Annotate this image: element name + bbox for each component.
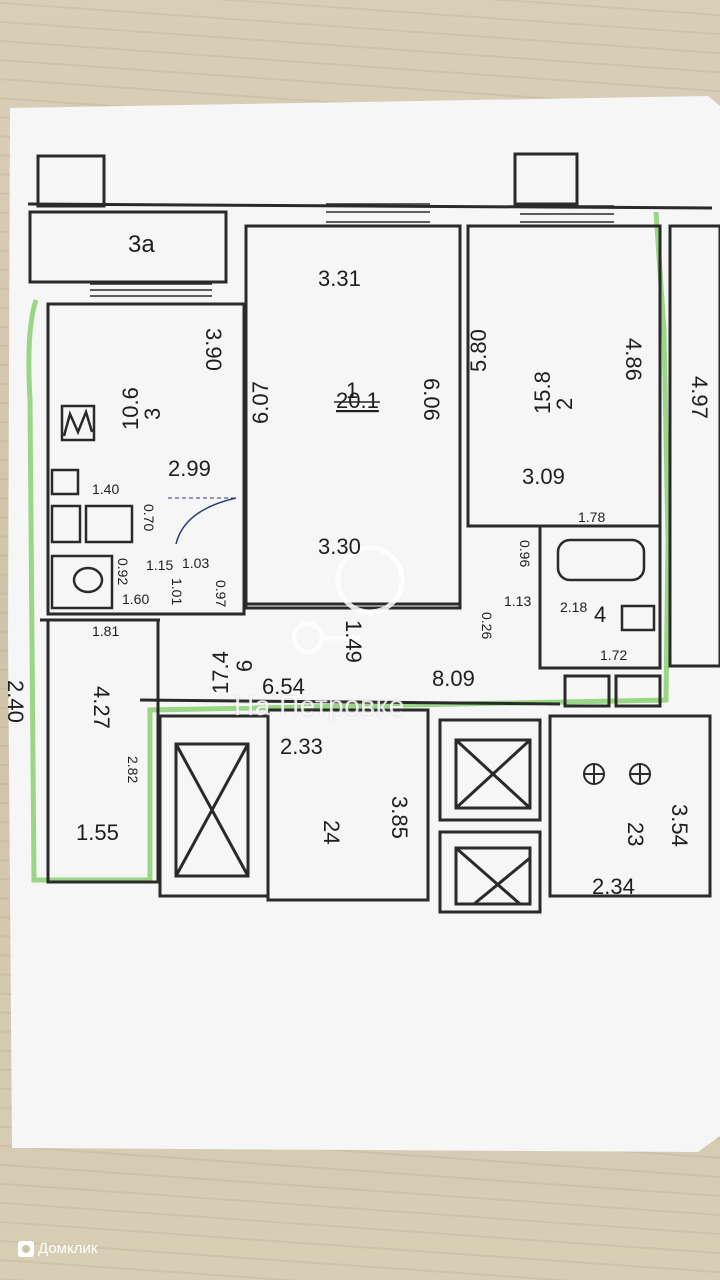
watermark-text: На Петровке [234,690,405,721]
label-room23: 23 [623,822,648,846]
dim-0-92: 0.92 [115,558,131,585]
dim-2-99: 2.99 [168,456,211,481]
dim-3-09: 3.09 [522,464,565,489]
door-swing-arrow [175,497,237,545]
walls [27,152,720,914]
dim-1-40: 1.40 [92,481,119,497]
label-room4-number: 4 [594,602,606,627]
label-room2-number: 2 [552,398,577,410]
dim-2-33: 2.33 [280,734,323,759]
dim-0-26: 0.26 [479,612,495,639]
label-room1-area: 20.1 [336,388,379,413]
dim-0-96: 0.96 [517,540,533,567]
dim-1-01: 1.01 [169,578,185,605]
label-balcony: 3а [128,231,155,258]
dim-4-27: 4.27 [89,686,114,729]
dim-2-18: 2.18 [560,599,587,615]
dim-3-54: 3.54 [667,804,692,847]
dim-1-60: 1.60 [122,591,149,607]
dim-2-82: 2.82 [125,756,141,783]
windows [90,203,614,297]
label-room6-area: 17.4 [208,651,233,694]
label-room3-number: 3 [140,408,165,420]
dim-4-97: 4.97 [687,376,712,419]
dim-6-54: 6.54 [262,674,305,699]
elevator-shafts [174,738,532,906]
dim-8-09: 8.09 [432,666,475,691]
dim-6-07: 6.07 [248,381,273,424]
dim-1-13: 1.13 [504,593,531,609]
dim-1-72: 1.72 [600,647,627,663]
dim-0-70: 0.70 [141,504,157,531]
stove-icon [583,763,651,785]
label-room2-area: 15.8 [530,371,555,414]
paper-sheet [8,96,720,1152]
dim-2-40: 2.40 [3,680,28,723]
watermark-logo [291,545,405,655]
dim-1-03: 1.03 [182,555,209,571]
dim-1-78: 1.78 [578,509,605,525]
domclick-logo-icon [18,1240,34,1257]
dim-1-49: 1.49 [341,620,366,663]
dim-1-55: 1.55 [76,820,119,845]
domclick-logo-text: Домклик [38,1240,98,1257]
label-room24: 24 [319,820,344,844]
dim-4-86: 4.86 [621,338,646,381]
bathroom-fixtures [50,404,656,632]
dim-3-90: 3.90 [201,328,226,371]
label-room6-number: 6 [232,660,257,672]
dim-2-34: 2.34 [592,874,635,899]
dim-1-15: 1.15 [146,557,173,573]
domclick-logo: Домклик [18,1240,97,1257]
dim-1-81: 1.81 [92,623,119,639]
dim-5-80: 5.80 [466,329,491,372]
dim-0-97: 0.97 [213,580,229,607]
dim-3-85: 3.85 [387,796,412,839]
label-room3-area: 10.6 [118,387,143,430]
dim-6-06: 6.06 [419,378,444,421]
dim-3-30: 3.30 [318,534,361,559]
label-room1-number: 1 [346,378,358,403]
dim-3-31: 3.31 [318,266,361,291]
